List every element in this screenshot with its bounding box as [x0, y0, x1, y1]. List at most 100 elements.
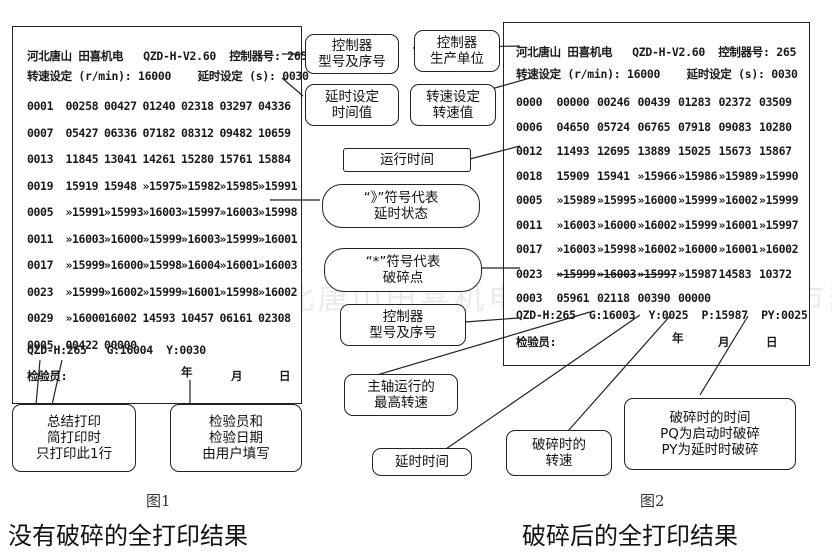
- table-cell: 15280: [181, 152, 214, 166]
- callout-run-time: 运行时间: [343, 148, 471, 172]
- table-cell: »16000: [104, 231, 144, 246]
- table-cell: 15025: [678, 144, 711, 158]
- table-cell: »16003: [556, 217, 597, 232]
- receipt2-header-line-1: 河北唐山 田喜机电 QZD-H-V2.60 控制器号: 265: [516, 45, 797, 59]
- table-cell: »15985: [219, 178, 260, 193]
- table-cell: 02372: [718, 95, 752, 109]
- table-cell: 0029: [27, 311, 54, 325]
- receipt2-day-label: 日: [766, 335, 778, 349]
- table-cell: 15909: [556, 168, 590, 183]
- table-cell: 0003: [516, 291, 543, 305]
- table-cell: 00246: [597, 95, 630, 109]
- callout-max-speed: 主轴运行的最高转速: [344, 374, 458, 416]
- table-cell: »15999: [65, 258, 106, 272]
- receipt2-year-label: 年: [672, 331, 684, 345]
- table-cell: 0005: [27, 205, 54, 219]
- table-cell: 15673: [718, 144, 752, 158]
- table-cell: »15999: [219, 231, 260, 246]
- table-cell: 10457: [181, 311, 214, 325]
- table-row: 0005»15989»15995»16000»15999»16002»15999: [516, 193, 800, 207]
- table-cell: 13041: [104, 152, 137, 166]
- receipt2-header-line-2: 转速设定 (r/min): 16000 延时设定 (s): 0030: [516, 67, 798, 81]
- table-cell: 05961: [556, 291, 590, 305]
- table-cell: 0011: [27, 231, 54, 246]
- table-cell: »15997: [759, 217, 799, 232]
- receipt2-month-label: 月: [718, 335, 730, 349]
- table-cell: 07918: [678, 119, 711, 134]
- table-cell: 15948: [104, 178, 137, 193]
- table-cell: 06336: [104, 125, 137, 140]
- table-cell: 00390: [637, 291, 671, 305]
- table-cell: 02118: [597, 291, 630, 305]
- table-cell: »15990: [759, 168, 799, 183]
- table-cell: »16002: [718, 193, 759, 207]
- callout-break-speed: 破碎时的转速: [506, 430, 612, 476]
- table-cell: »16000: [104, 258, 144, 272]
- table-cell: »16002: [637, 217, 678, 232]
- table-cell: 02308: [258, 311, 291, 325]
- receipt1-day-label: 日: [279, 369, 291, 383]
- receipt1-header-line-1: 河北唐山 田喜机电 QZD-H-V2.60 控制器号: 265: [27, 49, 308, 63]
- figure-2-label: 图2: [640, 492, 665, 510]
- table-cell: 01283: [678, 95, 711, 109]
- table-cell: »16002: [258, 284, 298, 299]
- table-cell: 0000: [516, 95, 543, 109]
- table-row: 0011»16003»16000»16002»15999»16001»15997: [516, 218, 800, 232]
- table-cell: 0005: [516, 193, 543, 207]
- table-cell: »15999: [759, 193, 799, 207]
- table-row: 0005»15991»15993»16003»15997»16003»15998: [27, 205, 298, 219]
- table-cell: »16002: [759, 242, 799, 256]
- callout-delay-time: 延时时间: [372, 448, 472, 476]
- table-cell: 06765: [637, 119, 671, 134]
- receipt1-summary-line: QZD-H:265 G:16004 Y:0030: [27, 343, 206, 357]
- table-cell: »15997: [637, 266, 678, 281]
- table-cell: 11493: [556, 144, 590, 158]
- callout-speed-value: 转速设定转速值: [410, 84, 496, 126]
- table-cell: 0018: [516, 168, 543, 183]
- table-row: 0003 05961 02118 00390 00000: [516, 291, 719, 305]
- table-cell: »15997: [181, 205, 221, 219]
- table-cell: »15991: [65, 205, 106, 219]
- table-row: 0023»15999»16002»15999»16001»15998»16002: [27, 284, 298, 299]
- table-cell: 07182: [142, 125, 176, 140]
- table-row: 0011»16003»16000»15999»16003»15999»16001: [27, 231, 298, 246]
- table-cell: 15941: [597, 168, 630, 183]
- table-cell: 14261: [142, 152, 176, 166]
- table-row: 0017»16003»15998»16002»16000»16001»16002: [516, 242, 800, 256]
- table-cell: »16001: [181, 284, 221, 299]
- receipt2-inspector-label: 检验员:: [516, 335, 557, 349]
- table-cell: »16001: [718, 217, 759, 232]
- table-cell: 10372: [759, 266, 792, 281]
- table-cell: »15998: [142, 258, 183, 272]
- table-cell: »15995: [597, 193, 637, 207]
- table-cell: 04336: [258, 99, 291, 113]
- callout-delay-symbol: “》”符号代表延时状态: [322, 184, 480, 228]
- table-cell: »16002: [104, 284, 144, 299]
- table-cell: »15991: [258, 178, 298, 193]
- table-cell: »15998: [219, 284, 260, 299]
- table-cell: 15761: [219, 152, 253, 166]
- table-cell: »15998: [597, 242, 637, 256]
- table-cell: 15884: [258, 152, 291, 166]
- table-cell: »16004: [181, 258, 221, 272]
- table-cell: 13889: [637, 144, 671, 158]
- table-cell: »15999: [65, 284, 106, 299]
- table-cell: »16003: [556, 242, 597, 256]
- table-cell: »16001: [258, 231, 298, 246]
- table-cell: 03509: [759, 95, 792, 109]
- table-cell: »16003: [258, 258, 298, 272]
- table-cell: 00439: [637, 95, 671, 109]
- table-cell: 05724: [597, 119, 630, 134]
- table-cell: 0006: [516, 119, 543, 134]
- table-cell: 00000: [678, 291, 711, 305]
- table-cell: »16000: [678, 242, 718, 256]
- table-cell: 0012: [516, 144, 543, 158]
- table-cell: »16003: [597, 266, 637, 281]
